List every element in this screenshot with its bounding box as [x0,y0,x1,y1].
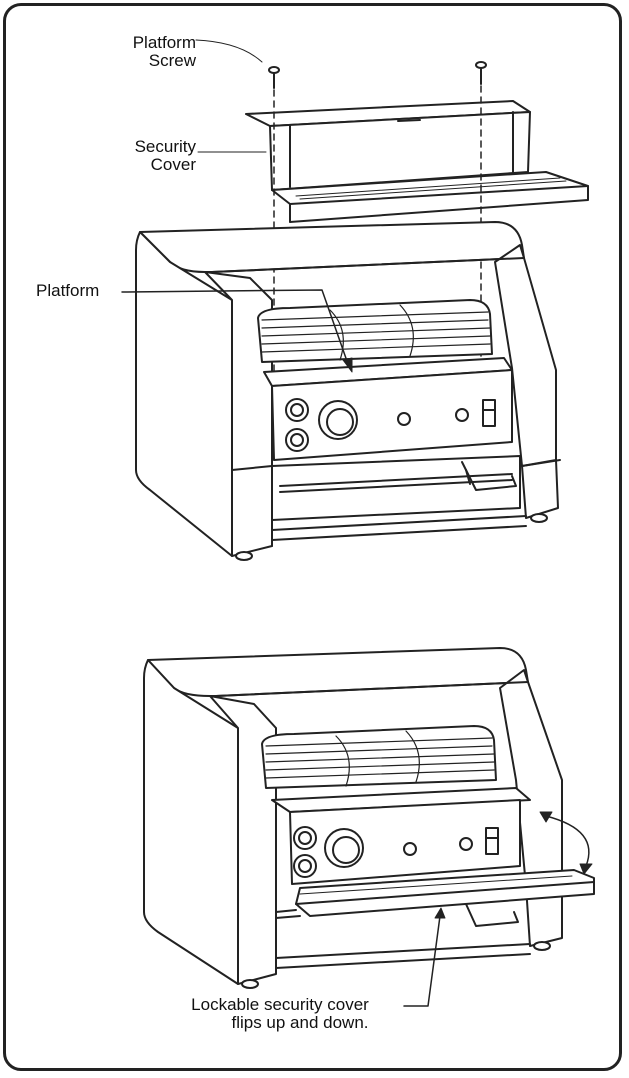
toaster-body-top [135,221,561,561]
screw-icon-left [268,66,280,89]
lockable-cover-label-line1: Lockable security cover [191,995,369,1014]
security-cover-label: Security Cover [96,138,196,174]
lockable-cover-label-line2: flips up and down. [231,1013,369,1032]
platform-label: Platform [36,281,100,300]
leader-platform-screw [195,39,263,63]
leader-platform [121,289,349,365]
security-cover-top [245,100,589,223]
lockable-cover-label: Lockable security cover flips up and dow… [150,996,410,1032]
platform-screw-label: Platform Screw [96,34,196,70]
platform-screw-label-line2: Screw [148,51,196,70]
security-cover-label-line1: Security [134,137,196,156]
toaster-body-bottom [143,647,595,989]
curved-double-arrow-icon [539,811,593,875]
platform-screw-label-line1: Platform [132,33,196,52]
security-cover-label-line2: Cover [150,155,196,174]
leader-lockable-cover [403,915,441,1007]
screw-icon-right [475,61,487,85]
